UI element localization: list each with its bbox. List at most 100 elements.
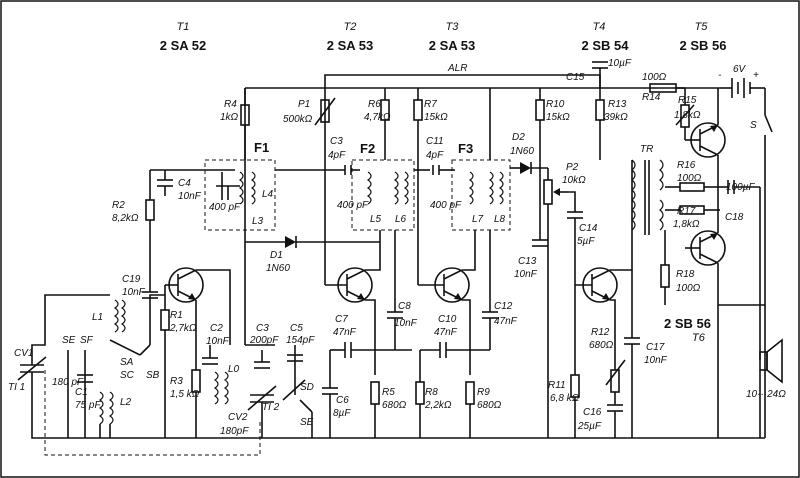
svg-text:400 pF: 400 pF <box>430 200 462 211</box>
svg-text:F2: F2 <box>360 141 375 156</box>
filter-f3: F3 400 pF L7 L8 <box>430 141 511 231</box>
svg-text:6,8 kΩ: 6,8 kΩ <box>550 393 580 404</box>
svg-text:1N60: 1N60 <box>266 263 290 274</box>
svg-text:10kΩ: 10kΩ <box>562 175 586 186</box>
svg-text:R5: R5 <box>382 387 395 398</box>
svg-text:39kΩ: 39kΩ <box>604 112 628 123</box>
svg-text:2 SA 53: 2 SA 53 <box>429 38 476 53</box>
svg-text:4pF: 4pF <box>328 150 346 161</box>
svg-text:1kΩ: 1kΩ <box>220 112 239 123</box>
svg-text:R12: R12 <box>591 327 610 338</box>
svg-text:680Ω: 680Ω <box>477 400 502 411</box>
svg-text:SB: SB <box>146 370 160 381</box>
speaker-icon: 10···24Ω <box>746 338 786 438</box>
svg-text:10nF: 10nF <box>206 336 230 347</box>
svg-text:P2: P2 <box>566 162 579 173</box>
svg-text:SE: SE <box>300 417 314 428</box>
svg-text:L5: L5 <box>370 214 382 225</box>
svg-text:75 pF: 75 pF <box>75 400 101 411</box>
svg-text:154pF: 154pF <box>286 335 315 346</box>
svg-text:S: S <box>750 120 757 131</box>
svg-text:C17: C17 <box>646 342 665 353</box>
svg-text:100Ω: 100Ω <box>642 72 667 83</box>
svg-text:R2: R2 <box>112 200 125 211</box>
svg-text:SD: SD <box>300 382 314 393</box>
svg-text:C3: C3 <box>330 136 343 147</box>
svg-text:400 pF: 400 pF <box>337 200 369 211</box>
svg-text:C7: C7 <box>335 314 348 325</box>
svg-text:8µF: 8µF <box>333 408 351 419</box>
svg-text:4,7kΩ: 4,7kΩ <box>364 112 391 123</box>
transistor-t1 <box>165 267 204 303</box>
svg-text:4pF: 4pF <box>426 150 444 161</box>
svg-text:R10: R10 <box>546 99 565 110</box>
t1-bias: R2 8,2kΩ C19 10nF C4 10nF R1 2,7kΩ R3 1,… <box>112 169 235 438</box>
svg-text:T4: T4 <box>593 21 606 33</box>
svg-text:C5: C5 <box>290 323 303 334</box>
svg-text:C19: C19 <box>122 274 141 285</box>
svg-text:1N60: 1N60 <box>510 146 534 157</box>
svg-text:R13: R13 <box>608 99 627 110</box>
svg-text:10µF: 10µF <box>608 58 632 69</box>
svg-text:R1: R1 <box>170 310 183 321</box>
svg-text:TI 2: TI 2 <box>262 402 280 413</box>
svg-text:L7: L7 <box>472 214 484 225</box>
svg-text:L1: L1 <box>92 312 103 323</box>
svg-text:R6: R6 <box>368 99 381 110</box>
transistor-t4 <box>575 160 633 370</box>
svg-text:10···24Ω: 10···24Ω <box>746 389 786 400</box>
svg-text:SF: SF <box>80 335 94 346</box>
svg-text:T1: T1 <box>177 21 190 33</box>
svg-text:1,5 kΩ: 1,5 kΩ <box>170 389 200 400</box>
svg-text:TR: TR <box>640 144 653 155</box>
svg-text:ALR: ALR <box>447 63 467 74</box>
t2-emitter: C7 47nF C6 8µF R5 680Ω C8 10nF <box>322 230 418 438</box>
svg-text:10nF: 10nF <box>644 355 668 366</box>
svg-text:D1: D1 <box>270 250 283 261</box>
diode-d1: D1 1N60 <box>245 236 380 274</box>
svg-text:R4: R4 <box>224 99 237 110</box>
svg-text:T3: T3 <box>446 21 460 33</box>
svg-text:CV1: CV1 <box>14 348 33 359</box>
svg-text:2 SB 56: 2 SB 56 <box>680 38 727 53</box>
svg-text:L3: L3 <box>252 216 264 227</box>
svg-text:200pF: 200pF <box>249 335 279 346</box>
svg-text:5µF: 5µF <box>577 236 595 247</box>
svg-text:C2: C2 <box>210 323 223 334</box>
t4-bias: R13 39kΩ R11 6,8 kΩ R12 680Ω C16 25µF C1… <box>548 88 668 438</box>
svg-text:10nF: 10nF <box>514 269 538 280</box>
svg-text:2,2kΩ: 2,2kΩ <box>424 400 452 411</box>
header-t2: T2 2 SA 53 <box>327 21 374 53</box>
filter-f2: F2 400 pF L5 L6 <box>337 141 430 231</box>
header-t5: T5 2 SB 56 <box>680 21 727 53</box>
svg-text:C14: C14 <box>579 223 598 234</box>
svg-text:15kΩ: 15kΩ <box>424 112 448 123</box>
t3-bias: R7 15kΩ C11 4pF <box>413 88 491 175</box>
svg-text:C10: C10 <box>438 314 457 325</box>
header-t4: T4 2 SB 54 <box>582 21 630 53</box>
svg-text:2,7kΩ: 2,7kΩ <box>169 323 197 334</box>
svg-text:L4: L4 <box>262 189 274 200</box>
svg-text:10nF: 10nF <box>122 287 146 298</box>
svg-text:L2: L2 <box>120 397 132 408</box>
svg-text:C1: C1 <box>75 387 88 398</box>
svg-text:500kΩ: 500kΩ <box>283 114 313 125</box>
p1-and-c3: P1 500kΩ C3 4pF R6 4,7kΩ <box>283 88 391 175</box>
transformer-tr: TR <box>631 144 664 235</box>
header-t1: T1 2 SA 52 <box>160 21 207 53</box>
svg-text:P1: P1 <box>298 99 310 110</box>
cap-c15: C15 10µF <box>566 58 632 88</box>
transistor-t3 <box>417 150 476 375</box>
svg-text:25µF: 25µF <box>577 421 602 432</box>
svg-text:10nF: 10nF <box>178 191 202 202</box>
svg-text:F3: F3 <box>458 141 473 156</box>
t3-emitter: C10 47nF R8 2,2kΩ R9 680Ω C12 47nF <box>415 230 518 438</box>
svg-text:R18: R18 <box>676 269 695 280</box>
svg-text:T6: T6 <box>692 332 706 344</box>
svg-text:15kΩ: 15kΩ <box>546 112 570 123</box>
svg-text:47nF: 47nF <box>434 327 458 338</box>
svg-text:SA: SA <box>120 357 134 368</box>
svg-text:C12: C12 <box>494 301 513 312</box>
svg-text:680Ω: 680Ω <box>382 400 407 411</box>
front-end: CV1 180 pF TI 1 C1 75 pF SE SF L1 L2 SA … <box>8 294 261 456</box>
